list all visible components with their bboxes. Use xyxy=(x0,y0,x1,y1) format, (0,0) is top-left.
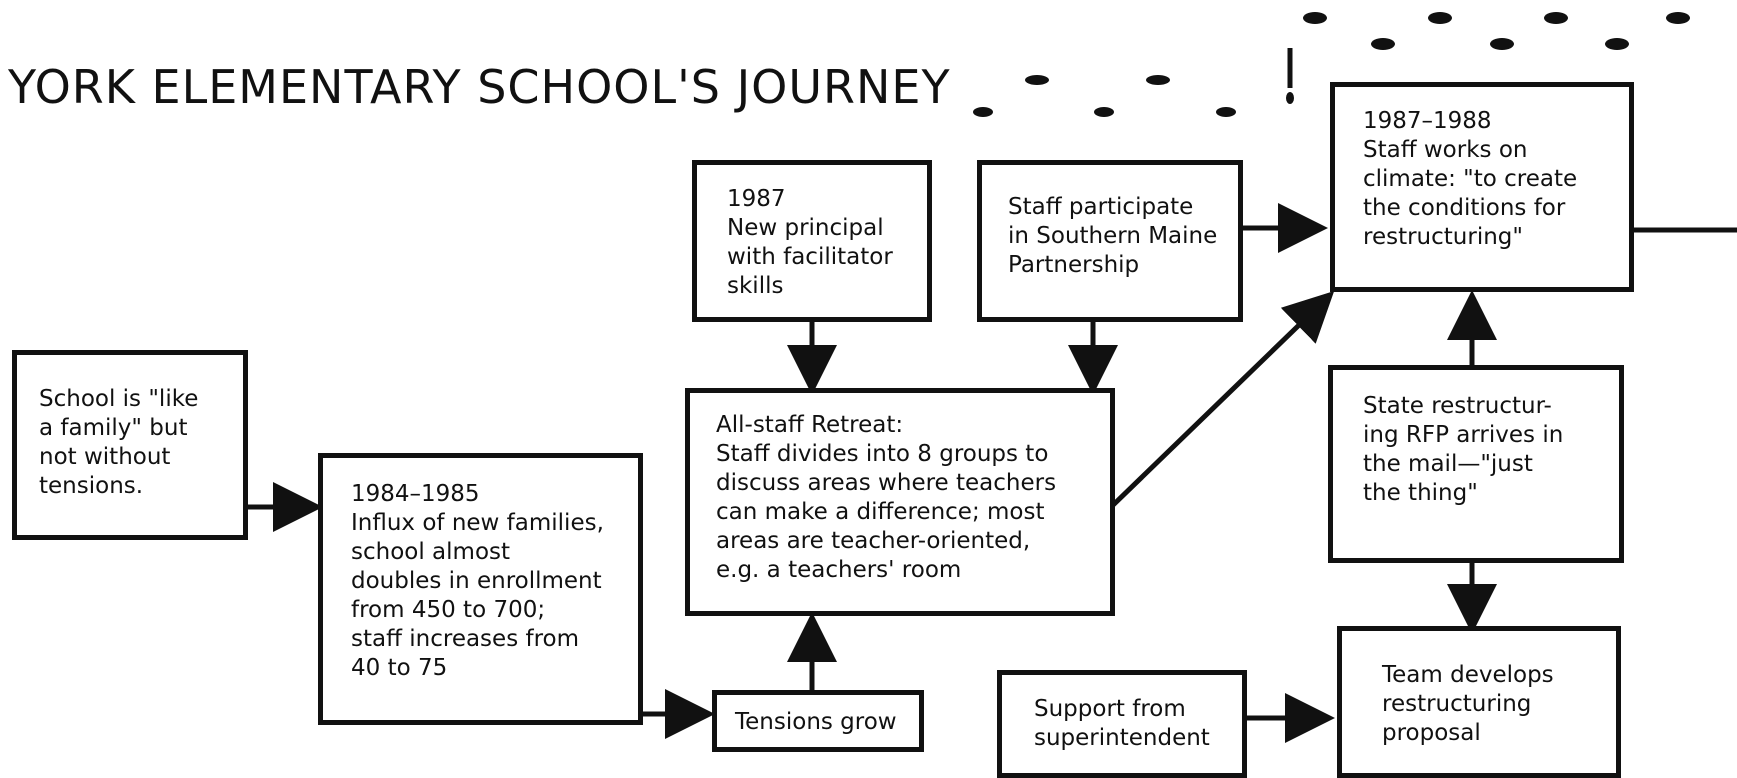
node-superintendent-text: Support from superintendent xyxy=(1034,696,1210,751)
node-climate-body: Staff works on climate: "to create the c… xyxy=(1363,137,1578,250)
node-climate-year: 1987–1988 xyxy=(1363,108,1492,134)
node-rfp-text: State restructur- ing RFP arrives in the… xyxy=(1363,393,1564,506)
node-principal-year: 1987 xyxy=(727,186,786,212)
node-proposal: Team develops restructuring proposal xyxy=(1337,626,1621,778)
node-tensions: Tensions grow xyxy=(712,690,924,752)
node-influx-body: Influx of new families, school almost do… xyxy=(351,510,604,681)
node-superintendent: Support from superintendent xyxy=(997,670,1247,778)
node-influx-year: 1984–1985 xyxy=(351,481,480,507)
node-principal-body: New principal with facilitator skills xyxy=(727,215,893,299)
node-family: School is "like a family" but not withou… xyxy=(12,350,248,540)
diagram-title: YORK ELEMENTARY SCHOOL'S JOURNEY xyxy=(8,60,951,114)
node-rfp: State restructur- ing RFP arrives in the… xyxy=(1328,365,1624,563)
node-retreat-body: Staff divides into 8 groups to discuss a… xyxy=(716,441,1057,583)
node-partnership: Staff participate in Southern Maine Part… xyxy=(977,160,1243,322)
node-proposal-text: Team develops restructuring proposal xyxy=(1382,662,1554,746)
node-tensions-text: Tensions grow xyxy=(735,709,897,735)
node-climate: 1987–1988 Staff works on climate: "to cr… xyxy=(1330,82,1634,292)
node-family-text: School is "like a family" but not withou… xyxy=(39,386,199,499)
node-principal: 1987 New principal with facilitator skil… xyxy=(692,160,932,322)
node-partnership-text: Staff participate in Southern Maine Part… xyxy=(1008,194,1218,278)
arrow-retreat-to-climate xyxy=(1108,291,1335,510)
footprint-trail xyxy=(973,12,1690,117)
node-retreat: All-staff Retreat: Staff divides into 8 … xyxy=(685,388,1115,616)
node-influx: 1984–1985 Influx of new families, school… xyxy=(318,453,643,725)
node-retreat-head: All-staff Retreat: xyxy=(716,412,904,438)
